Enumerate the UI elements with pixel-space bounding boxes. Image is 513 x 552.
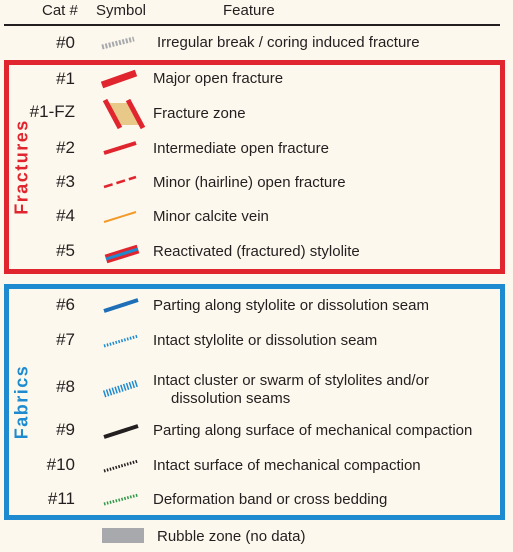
legend-row-8: #8 Intact cluster or swarm of stylolites…	[0, 372, 513, 412]
feature-label-line2: dissolution seams	[171, 390, 291, 407]
feature-label: Reactivated (fractured) stylolite	[153, 243, 360, 260]
thick-red-line-icon	[100, 69, 138, 89]
solid-black-line-icon	[103, 424, 139, 439]
feature-label: Irregular break / coring induced fractur…	[157, 34, 420, 51]
header-symbol: Symbol	[96, 2, 147, 19]
cat-number: #6	[56, 295, 75, 314]
thick-dotted-blue-line-icon	[102, 379, 140, 398]
solid-blue-line-icon	[103, 298, 139, 313]
feature-label: Deformation band or cross bedding	[153, 491, 388, 508]
feature-label: Intact surface of mechanical compaction	[153, 457, 421, 474]
gray-dashed-line-icon	[101, 36, 135, 50]
header-cat: Cat #	[42, 2, 78, 19]
feature-label: Rubble zone (no data)	[157, 528, 306, 545]
cat-number: #10	[46, 455, 75, 474]
feature-label: Intermediate open fracture	[153, 140, 329, 157]
cat-number: #3	[56, 172, 75, 191]
legend-row-0: #0 Irregular break / coring induced frac…	[0, 28, 513, 58]
cat-number: #11	[47, 489, 75, 508]
cat-number: #9	[56, 420, 75, 439]
medium-red-line-icon	[103, 141, 137, 155]
fractures-box	[4, 60, 505, 274]
legend-row-9: #9 Parting along surface of mechanical c…	[0, 415, 513, 445]
cat-number: #4	[56, 206, 75, 225]
cat-number: #2	[56, 138, 75, 157]
red-blue-stylolite-icon	[104, 244, 140, 264]
cat-number: #7	[56, 330, 75, 349]
legend-row-11: #11 Deformation band or cross bedding	[0, 484, 513, 514]
legend-row-rubble: Rubble zone (no data)	[0, 522, 513, 552]
legend-row-4: #4 Minor calcite vein	[0, 201, 513, 231]
feature-label: Fracture zone	[153, 105, 246, 122]
thin-orange-line-icon	[103, 211, 137, 223]
legend-row-1: #1 Major open fracture	[0, 64, 513, 94]
gray-rectangle-icon	[102, 528, 144, 543]
dotted-blue-line-icon	[103, 334, 139, 348]
dotted-green-line-icon	[103, 493, 139, 506]
fabrics-box	[4, 284, 505, 520]
legend-row-6: #6 Parting along stylolite or dissolutio…	[0, 290, 513, 320]
fracture-zone-icon	[102, 98, 146, 130]
feature-label: Intact cluster or swarm of stylolites an…	[153, 372, 429, 389]
header-rule	[4, 24, 500, 26]
legend-row-1fz: #1-FZ Fracture zone	[0, 97, 513, 133]
cat-number: #8	[56, 377, 75, 396]
feature-label: Parting along surface of mechanical comp…	[153, 422, 473, 439]
cat-number: #0	[56, 33, 75, 52]
header-feature: Feature	[223, 2, 275, 19]
legend-row-7: #7 Intact stylolite or dissolution seam	[0, 325, 513, 355]
dashed-red-line-icon	[103, 175, 137, 189]
cat-number: #5	[56, 241, 75, 260]
legend-row-3: #3 Minor (hairline) open fracture	[0, 167, 513, 197]
legend-row-5: #5 Reactivated (fractured) stylolite	[0, 236, 513, 266]
cat-number: #1-FZ	[29, 102, 75, 121]
dotted-black-line-icon	[103, 459, 139, 473]
feature-label: Intact stylolite or dissolution seam	[153, 332, 378, 349]
feature-label: Parting along stylolite or dissolution s…	[153, 297, 429, 314]
legend-row-2: #2 Intermediate open fracture	[0, 133, 513, 163]
feature-label: Minor calcite vein	[153, 208, 269, 225]
legend-row-10: #10 Intact surface of mechanical compact…	[0, 450, 513, 480]
cat-number: #1	[56, 69, 75, 88]
feature-label: Minor (hairline) open fracture	[153, 174, 346, 191]
feature-label: Major open fracture	[153, 70, 284, 87]
